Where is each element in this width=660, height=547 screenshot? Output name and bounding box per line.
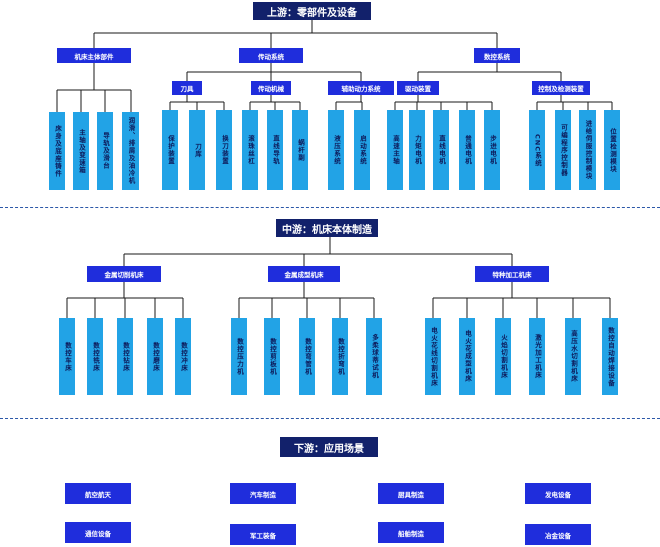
leaf-lube-chip-oil: 润滑、排屑及油冷机 xyxy=(122,112,139,190)
downstream-header: 下游：应用场景 xyxy=(280,437,378,457)
leaf-ordinary-motor: 普通电机 xyxy=(459,110,475,190)
group-nc-system: 数控系统 xyxy=(474,48,520,63)
leaf-linear-motor: 直线电机 xyxy=(433,110,449,190)
leaf-cnc-drilling: 数控钻床 xyxy=(117,318,133,395)
leaf-startup-system: 启动系统 xyxy=(354,110,370,190)
app-metallurgy: 冶金设备 xyxy=(525,524,591,545)
app-telecom: 通信设备 xyxy=(65,522,131,543)
leaf-high-speed-spindle: 高速主轴 xyxy=(387,110,403,190)
leaf-ball-screw: 滚珠丝杠 xyxy=(242,110,258,190)
leaf-cnc-shear: 数控剪板机 xyxy=(264,318,280,395)
midstream-header: 中游：机床本体制造 xyxy=(276,219,378,237)
leaf-spindle-gearbox: 主轴及变速箱 xyxy=(73,112,89,190)
leaf-cnc-grinding: 数控磨床 xyxy=(147,318,163,395)
group-metal-cutting: 金属切削机床 xyxy=(87,266,161,282)
leaf-wire-edm: 电火花线切割机床 xyxy=(425,318,441,395)
leaf-feed-servo-module: 进给伺服控制模块 xyxy=(579,110,596,190)
leaf-cnc-press-brake: 数控折弯机 xyxy=(332,318,348,395)
leaf-position-detection: 位置检测模块 xyxy=(604,110,620,190)
leaf-tool-changer: 换刀装置 xyxy=(216,110,232,190)
leaf-linear-guide: 直线导轨 xyxy=(267,110,283,190)
leaf-plc: 可编程序控制器 xyxy=(555,110,571,190)
group-transmission-system: 传动系统 xyxy=(239,48,303,63)
leaf-laser-machining: 激光加工机床 xyxy=(529,318,545,395)
upstream-header: 上游：零部件及设备 xyxy=(253,2,371,20)
section-divider xyxy=(0,207,660,208)
subgroup-drive-device: 驱动装置 xyxy=(397,81,439,95)
leaf-worm-gear: 蜗杆副 xyxy=(292,110,308,190)
leaf-protection-device: 保护装置 xyxy=(162,110,178,190)
group-metal-forming: 金属成型机床 xyxy=(268,266,340,282)
app-power-generation: 发电设备 xyxy=(525,483,591,504)
leaf-cnc-pipe-bender: 数控弯管机 xyxy=(299,318,315,395)
leaf-bed-casting: 床身及底座铸件 xyxy=(49,112,65,190)
app-aerospace: 航空航天 xyxy=(65,483,131,504)
leaf-cnc-press: 数控压力机 xyxy=(231,318,247,395)
leaf-sinker-edm: 电火花成型机床 xyxy=(459,318,475,395)
leaf-auto-welding: 数控自动焊接设备 xyxy=(602,318,618,395)
leaf-waterjet-cutting: 高压水切割机床 xyxy=(565,318,581,395)
app-cookware: 厨具制造 xyxy=(378,483,444,504)
leaf-torque-motor: 力矩电机 xyxy=(409,110,425,190)
leaf-cnc-system: CNC系统 xyxy=(529,110,545,190)
leaf-cnc-milling: 数控铣床 xyxy=(87,318,103,395)
subgroup-control-detection: 控制及检测装置 xyxy=(532,81,590,95)
subgroup-aux-power: 辅助动力系统 xyxy=(328,81,394,95)
leaf-multi-ball-tester: 多柔球蒂试机 xyxy=(366,318,382,395)
app-military: 军工装备 xyxy=(230,524,296,545)
app-automotive: 汽车制造 xyxy=(230,483,296,504)
leaf-guide-slide: 导轨及滑台 xyxy=(97,112,113,190)
group-machine-body-parts: 机床主体部件 xyxy=(57,48,131,63)
leaf-cnc-lathe: 数控车床 xyxy=(59,318,75,395)
leaf-cnc-punch: 数控冲床 xyxy=(175,318,191,395)
leaf-tool-magazine: 刀库 xyxy=(189,110,205,190)
app-shipbuilding: 船舶制造 xyxy=(378,522,444,543)
group-special-machining: 特种加工机床 xyxy=(475,266,549,282)
leaf-hydraulic-system: 液压系统 xyxy=(328,110,344,190)
section-divider xyxy=(0,418,660,419)
subgroup-transmission-machinery: 传动机械 xyxy=(251,81,291,95)
leaf-stepper-motor: 步进电机 xyxy=(484,110,500,190)
subgroup-cutting-tool: 刀具 xyxy=(172,81,202,95)
leaf-flame-cutting: 火焰切割机床 xyxy=(495,318,511,395)
